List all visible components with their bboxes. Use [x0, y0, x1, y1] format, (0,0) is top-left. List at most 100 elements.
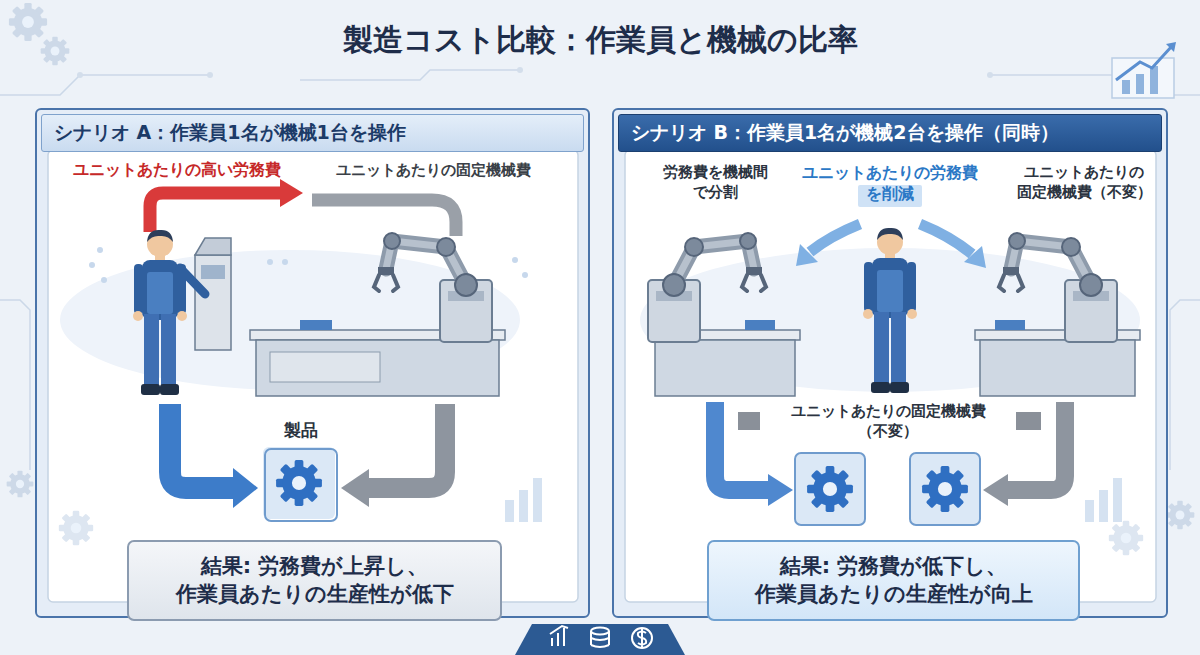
product-gear	[263, 447, 335, 519]
control-panel	[195, 255, 231, 350]
product-gear	[795, 453, 865, 525]
product-gear	[910, 453, 980, 525]
decor-chart	[1099, 490, 1108, 522]
control-panel	[195, 238, 231, 255]
page-background	[77, 67, 993, 78]
labor-cost-arrow	[150, 193, 282, 232]
split-arrow	[796, 185, 986, 268]
cost-label: ユニットあたりの高い労務費	[52, 160, 302, 181]
split-arrow	[796, 244, 818, 266]
product-gear	[263, 447, 980, 525]
machine-table	[256, 340, 499, 396]
chart-icon	[1166, 42, 1176, 52]
page-background	[300, 70, 520, 80]
flow-arrow	[233, 468, 258, 508]
flow-arrow	[341, 469, 369, 507]
footer-tab	[515, 624, 685, 655]
page-background	[517, 67, 523, 73]
panel-ground	[512, 257, 518, 263]
machine-cost-bar	[312, 200, 456, 236]
labor-cost-arrow	[280, 179, 303, 207]
panel-ground	[97, 247, 103, 253]
split-arrow	[810, 224, 860, 252]
footer-tab	[515, 624, 685, 655]
product-box: 製品	[264, 448, 338, 522]
product-gear	[276, 460, 322, 506]
page-background	[0, 75, 210, 95]
footer-tab	[632, 628, 652, 648]
chart-icon	[1150, 66, 1158, 94]
product-label: 製品	[284, 419, 318, 442]
panel-ground	[101, 277, 107, 283]
scenario-heading: シナリオ B：作業員1名が機械2台を操作（同時）	[618, 114, 1162, 152]
decor-gear	[1109, 521, 1143, 555]
decor-gear	[7, 471, 34, 498]
panel-ground	[267, 259, 273, 265]
product-gear	[807, 466, 853, 512]
robot-arm	[999, 233, 1117, 342]
page-background	[77, 72, 83, 78]
cost-label: ユニットあたりの固定機械費 （不変）	[763, 402, 1013, 441]
robot-arm	[374, 233, 1117, 342]
panel-ground	[282, 259, 288, 265]
scenario-panel: シナリオ B：作業員1名が機械2台を操作（同時） 結果: 労務費が低下し、 作業員…	[612, 108, 1168, 618]
scenario-panel: シナリオ A：作業員1名が機械1台を操作製品結果: 労務費が上昇し、 作業員あた…	[35, 108, 590, 618]
page-background	[1170, 300, 1200, 470]
cost-marker	[738, 412, 1041, 430]
machine-cost-bar	[312, 200, 456, 236]
result-text: 結果: 労務費が低下し、 作業員あたりの生産性が向上	[721, 552, 1066, 609]
footer-tab	[591, 631, 609, 647]
page-background	[207, 72, 213, 78]
flow-arrow	[983, 474, 1008, 506]
cost-marker	[1016, 412, 1041, 430]
split-arrow	[858, 185, 922, 207]
flow-arrow	[715, 402, 770, 490]
page-background	[987, 72, 993, 78]
flow-arrow	[768, 474, 793, 506]
page-background	[0, 300, 30, 470]
result-text: 結果: 労務費が上昇し、 作業員あたりの生産性が低下	[141, 552, 488, 609]
worker-figure	[180, 268, 205, 294]
chart-icon	[1136, 74, 1144, 94]
control-panel	[201, 265, 225, 279]
decor-gear	[41, 37, 70, 66]
decor-gear	[9, 3, 47, 41]
flow-arrow	[366, 404, 445, 488]
robot-arm	[374, 233, 492, 342]
worker-figure	[133, 228, 917, 395]
decor-gear	[1166, 501, 1195, 530]
flow-arrow	[1006, 402, 1065, 490]
cost-label: ユニットあたりの固定機械費	[318, 161, 548, 181]
machine-table	[270, 352, 380, 382]
decor-chart	[1113, 478, 1122, 522]
robot-arm	[648, 233, 766, 342]
product-gear	[922, 466, 968, 512]
chart-icon	[1122, 80, 1130, 94]
split-arrow	[964, 246, 986, 268]
decor-gear	[59, 511, 93, 545]
diagram-title: 製造コスト比較：作業員と機械の比率	[0, 20, 1200, 61]
cost-label: ユニットあたりの労務費 を削減	[800, 163, 980, 205]
robot-arm	[648, 233, 766, 342]
decor-chart	[505, 500, 514, 522]
result-box: 結果: 労務費が上昇し、 作業員あたりの生産性が低下	[127, 540, 502, 621]
footer-tab	[550, 626, 652, 648]
result-box: 結果: 労務費が低下し、 作業員あたりの生産性が向上	[707, 540, 1080, 621]
machine-table	[655, 340, 795, 396]
machine-table	[745, 320, 775, 330]
machine-table	[980, 340, 1135, 396]
worker-figure	[133, 230, 187, 395]
panel-ground	[89, 262, 95, 268]
note-label: 労務費を機械間 で分割	[645, 163, 785, 202]
footer-tab	[638, 629, 646, 647]
cost-marker	[738, 412, 760, 430]
labor-cost-arrow	[150, 179, 303, 232]
machine-table	[300, 320, 332, 330]
scenario-heading: シナリオ A：作業員1名が機械1台を操作	[41, 114, 584, 152]
split-arrow	[920, 224, 972, 254]
panel-ground	[522, 272, 528, 278]
cost-label: ユニットあたりの 固定機械費（不変）	[1003, 163, 1165, 202]
